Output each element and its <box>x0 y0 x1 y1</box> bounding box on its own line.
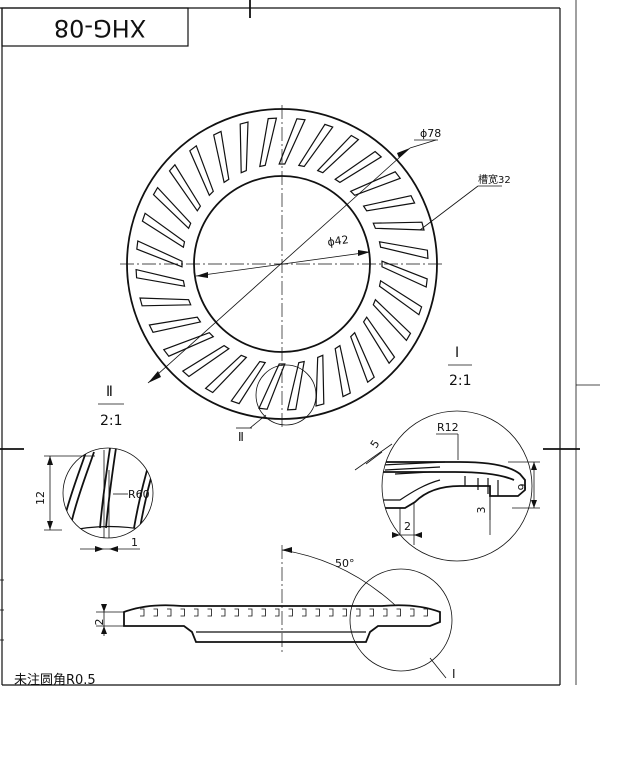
inner-diameter-label: ϕ42 <box>327 233 350 249</box>
section-slot <box>153 608 158 617</box>
section-slot <box>234 608 239 617</box>
radial-slot <box>258 363 286 410</box>
main-plan-view: ϕ78 ϕ42 槽宽32 Ⅱ <box>120 105 511 444</box>
drawing-frame <box>0 0 600 686</box>
section-slot <box>369 608 374 617</box>
section-slot <box>302 608 307 617</box>
drawing-number: XHG-08 <box>54 14 146 42</box>
radial-slot <box>350 331 375 384</box>
title-block: XHG-08 <box>1 7 189 47</box>
radial-slot <box>259 117 278 168</box>
section-slot <box>275 608 280 617</box>
section-angle: 50° <box>335 557 355 570</box>
section-slot <box>396 608 401 617</box>
detail-II-height: 12 <box>34 491 47 505</box>
radial-slot <box>152 186 192 230</box>
radial-slot <box>286 360 305 411</box>
detail-II-callout: Ⅱ <box>238 430 244 444</box>
radial-slot <box>349 171 402 196</box>
section-slots <box>140 608 428 617</box>
radial-slot <box>204 354 248 394</box>
section-view: 50° Ⅰ 2 <box>93 545 456 681</box>
radial-slot <box>334 344 351 398</box>
section-slot <box>383 608 388 617</box>
radial-slot <box>139 297 192 307</box>
detail-II-view: R60 12 1 <box>34 447 154 552</box>
section-slot <box>288 608 293 617</box>
radial-slot <box>378 279 423 316</box>
radial-slot <box>181 344 230 378</box>
radial-slot <box>381 260 428 288</box>
radial-slot <box>315 354 325 407</box>
slot-count-label: 槽宽32 <box>478 173 511 186</box>
detail-I-thickness: 5 <box>368 438 383 451</box>
radial-slot <box>362 195 416 212</box>
section-slot <box>194 608 199 617</box>
radial-slot <box>362 316 396 365</box>
section-slot <box>207 608 212 617</box>
section-slot <box>221 608 226 617</box>
radial-slot <box>334 150 383 184</box>
outer-diameter-label: ϕ78 <box>420 127 441 140</box>
detail-I-width: 2 <box>404 520 411 533</box>
detail-II-scale: 2:1 <box>100 413 123 429</box>
detail-I-view: R12 5 2 3 9 <box>354 410 540 562</box>
radial-slot <box>278 118 306 165</box>
radial-slot <box>189 144 214 197</box>
radial-slots <box>135 117 429 411</box>
detail-II-label: Ⅱ <box>106 384 113 400</box>
section-detail-callout: Ⅰ <box>452 667 456 681</box>
radial-slot <box>162 332 215 357</box>
radial-slot <box>213 130 230 184</box>
section-slot <box>315 608 320 617</box>
detail-II-slot: 1 <box>131 536 138 549</box>
section-slot <box>140 608 145 617</box>
section-slot <box>261 608 266 617</box>
section-slot <box>167 608 172 617</box>
radial-slot <box>135 268 186 287</box>
radial-slot <box>230 360 267 405</box>
detail-I-height: 9 <box>516 484 529 491</box>
section-slot <box>342 608 347 617</box>
radial-slot <box>148 316 202 333</box>
detail-I-rib: 3 <box>475 507 488 514</box>
radial-slot <box>136 240 183 268</box>
detail-I-label: Ⅰ <box>455 345 459 361</box>
section-slot <box>423 608 428 617</box>
detail-II-heading: Ⅱ 2:1 <box>98 384 124 429</box>
general-note: 未注圆角R0.5 <box>14 673 96 688</box>
radial-slot <box>372 221 425 231</box>
detail-II-radius: R60 <box>128 488 150 501</box>
section-thickness: 2 <box>93 619 106 626</box>
detail-I-heading: Ⅰ 2:1 <box>448 345 472 389</box>
section-slot <box>329 608 334 617</box>
radial-slot <box>372 298 412 342</box>
radial-slot <box>316 134 360 174</box>
detail-I-radius: R12 <box>437 421 459 434</box>
radial-slot <box>297 123 334 168</box>
radial-slot <box>141 212 186 249</box>
section-slot <box>248 608 253 617</box>
radial-slot <box>239 121 249 174</box>
section-slot <box>410 608 415 617</box>
radial-slot <box>378 241 429 260</box>
radial-slot <box>168 163 202 212</box>
section-slot <box>180 608 185 617</box>
section-slot <box>356 608 361 617</box>
detail-I-scale: 2:1 <box>449 373 472 389</box>
